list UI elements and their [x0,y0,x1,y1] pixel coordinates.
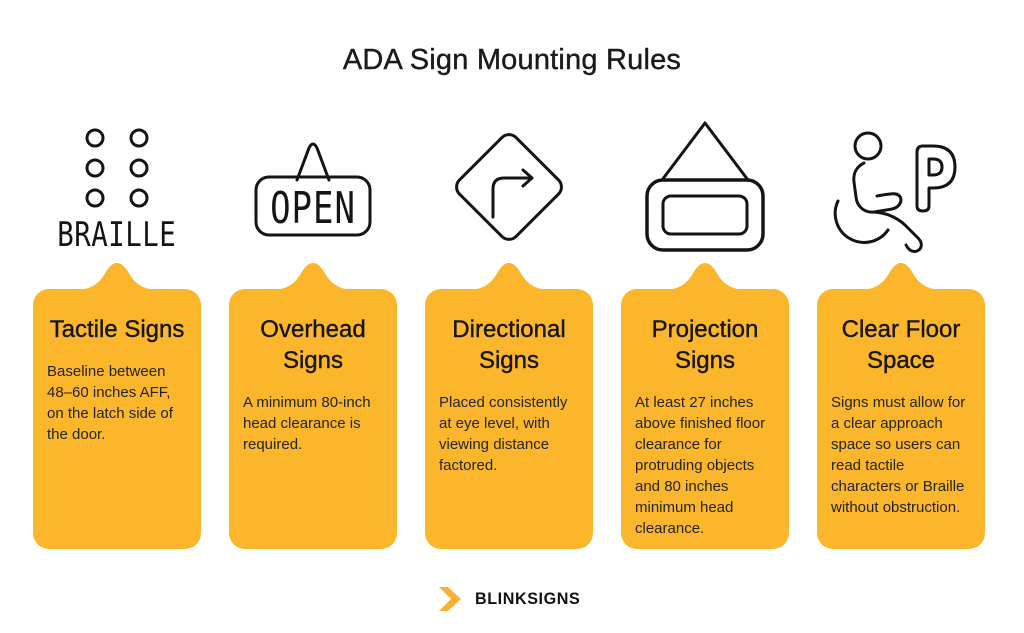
card-title: Projection Signs [651,316,759,375]
card-pointer [853,263,949,291]
column-projection-signs: Projection Signs At least 27 inches abov… [621,77,789,549]
hanging-sign-icon [645,121,765,252]
card-directional-signs: Directional Signs Placed consistently at… [425,289,593,549]
card-pointer [461,263,557,291]
column-clear-floor-space: Clear Floor Space Signs must allow for a… [817,77,985,549]
open-sign-text: OPEN [270,184,356,234]
braille-icon: BRAILLE [56,127,178,254]
card-pointer [69,263,165,291]
card-body: Signs must allow for a clear approach sp… [831,394,966,517]
card-pointer [657,263,753,291]
card-body: At least 27 inches above finished floor … [635,394,766,538]
columns-row: BRAILLE Tactile Signs Baseline between 4… [0,77,1024,549]
braille-icon-label: BRAILLE [57,214,177,255]
card-clear-floor-space: Clear Floor Space Signs must allow for a… [817,289,985,549]
parking-p-glyph [915,144,957,213]
card-pointer [265,263,361,291]
card-body: Placed consistently at eye level, with v… [439,394,568,475]
card-projection-signs: Projection Signs At least 27 inches abov… [621,289,789,549]
card-title: Directional Signs [452,316,566,375]
card-title: Clear Floor Space [841,316,961,375]
accessible-parking-icon [833,131,957,253]
page-title: ADA Sign Mounting Rules [342,44,682,76]
card-body: A minimum 80-inch head clearance is requ… [243,394,371,454]
brand-logo: BLINKSIGNS [0,586,1024,612]
column-overhead-signs: OPEN Overhead Signs A minimum 80-inch he… [229,77,397,549]
card-overhead-signs: Overhead Signs A minimum 80-inch head cl… [229,289,397,549]
open-sign-icon: OPEN [254,142,372,237]
card-title: Overhead Signs [260,316,366,375]
directional-arrow-icon [455,133,563,241]
column-directional-signs: Directional Signs Placed consistently at… [425,77,593,549]
brand-chevron-icon [439,587,462,611]
brand-name: BLINKSIGNS [475,589,581,608]
column-tactile-signs: BRAILLE Tactile Signs Baseline between 4… [33,77,201,549]
card-title: Tactile Signs [49,316,185,343]
card-tactile-signs: Tactile Signs Baseline between 48–60 inc… [33,289,201,549]
card-body: Baseline between 48–60 inches AFF, on th… [47,363,173,444]
